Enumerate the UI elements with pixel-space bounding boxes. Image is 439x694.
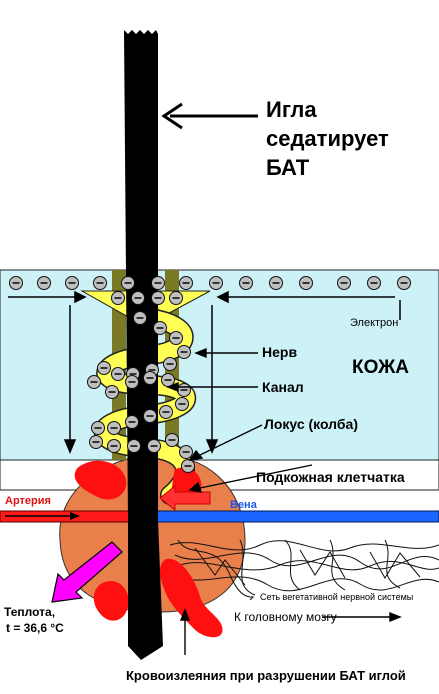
electron-group bbox=[9, 276, 411, 473]
heat-label-line-2: t = 36,6 °C bbox=[6, 621, 64, 635]
subcutaneous-label: Подкожная клетчатка bbox=[256, 469, 405, 485]
nerve-label: Нерв bbox=[262, 344, 297, 360]
to-brain-label: К головному мозгу bbox=[234, 610, 337, 624]
needle bbox=[124, 30, 163, 660]
heat-label-line-1: Теплота, bbox=[4, 605, 55, 619]
artery-flow-arrowhead bbox=[70, 512, 80, 520]
vein-label: Вена bbox=[230, 499, 258, 511]
vegetative-network-label: Сеть вегетативной нервной системы bbox=[260, 592, 413, 602]
skin-flow-arrows bbox=[8, 290, 401, 454]
title-line-2: седатирует bbox=[266, 126, 389, 151]
artery-label: Артерия bbox=[5, 495, 51, 507]
hemorrhage-label: Кровоизлеяния при разрушении БАТ иглой bbox=[126, 668, 406, 683]
skin-label: КОЖА bbox=[352, 357, 409, 378]
skin-layer bbox=[0, 269, 439, 461]
hemorrhage-blobs bbox=[74, 460, 223, 638]
channel-label: Канал bbox=[262, 379, 304, 395]
title-line-3: БАТ bbox=[266, 155, 310, 180]
electron-label: Электрон bbox=[350, 317, 398, 329]
vegetative-nerve-network bbox=[169, 539, 439, 601]
vein-vessel bbox=[149, 510, 439, 523]
title-line-1: Игла bbox=[266, 97, 317, 122]
heat-arrow bbox=[51, 541, 123, 603]
title-pointer-head bbox=[161, 102, 183, 130]
label-pointers bbox=[166, 347, 402, 655]
locus-label: Локус (колба) bbox=[264, 416, 358, 432]
